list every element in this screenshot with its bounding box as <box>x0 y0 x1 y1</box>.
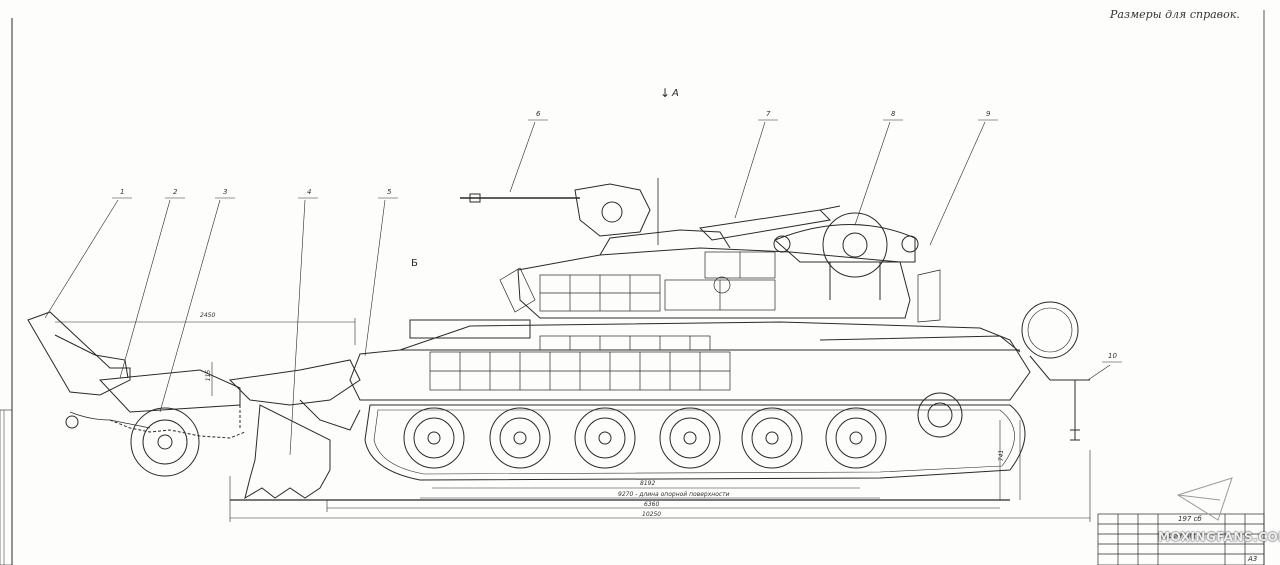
title-block <box>1097 513 1265 565</box>
callout-7: 7 <box>766 110 771 118</box>
dim-8192: 8192 <box>640 480 656 487</box>
hull-body <box>349 319 1031 401</box>
title-block-sheet: A3 <box>1248 555 1258 563</box>
watermark: MOXINGFANS.COM <box>1158 530 1280 544</box>
callout-10: 10 <box>1108 352 1117 360</box>
callout-3: 3 <box>223 188 228 196</box>
reference-dimensions-note: Размеры для справок. <box>1110 8 1240 21</box>
callout-6: 6 <box>536 110 541 118</box>
dim-ground-contact: 9270 - длина опорной поверхности <box>618 491 730 498</box>
rear-drums <box>917 269 941 323</box>
dim-overall-length: 10250 <box>642 511 662 518</box>
mine-plow <box>27 311 361 500</box>
road-wheels <box>403 392 963 469</box>
dim-6360: 6360 <box>644 501 660 508</box>
callout-4: 4 <box>307 188 312 196</box>
callout-2: 2 <box>173 188 178 196</box>
dim-plow-height: 115 <box>205 369 213 382</box>
view-a-label: A <box>672 88 679 99</box>
arrow-down-icon: ↓ <box>660 86 671 100</box>
callout-5: 5 <box>387 188 392 196</box>
turret <box>499 229 911 319</box>
dim-hull-height: 741 <box>998 449 1006 462</box>
track-assembly <box>364 404 1026 481</box>
rear-launcher <box>698 205 841 241</box>
title-block-code: 197 сб <box>1178 515 1202 523</box>
crane-boom <box>773 212 919 300</box>
paper-plane-logo <box>1176 477 1233 521</box>
machine-gun-mount <box>460 178 659 245</box>
callout-9: 9 <box>986 110 991 118</box>
callout-leaders <box>44 119 1122 456</box>
callout-8: 8 <box>891 110 896 118</box>
era-blocks-hull <box>429 335 731 391</box>
callout-1: 1 <box>120 188 125 196</box>
left-margin-stamp <box>0 409 13 565</box>
title-block-name: Общий вид <box>1160 533 1196 540</box>
dimension-lines <box>55 318 1091 522</box>
rear-spotlight <box>1021 301 1090 441</box>
dim-plow-span: 2450 <box>200 312 216 319</box>
view-b-label: Б <box>411 258 418 269</box>
